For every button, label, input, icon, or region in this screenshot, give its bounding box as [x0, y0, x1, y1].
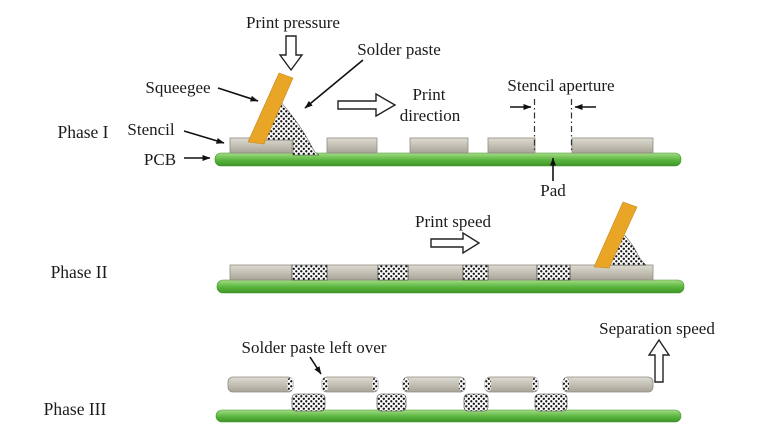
lifted-stencil-segment: [562, 376, 654, 393]
solder-paste-label: Solder paste: [357, 40, 441, 59]
stencil-segment: [326, 264, 379, 281]
up-arrow-icon: [647, 338, 671, 383]
print-direction-label-line2: direction: [400, 106, 461, 125]
paste-filled-aperture: [377, 264, 409, 281]
paste-residue: [403, 378, 409, 391]
pad-label: Pad: [540, 181, 566, 200]
pcb-board-phase2: [216, 279, 685, 294]
phase-2-section: Phase II Print speed: [51, 201, 685, 294]
print-pressure-label: Print pressure: [246, 13, 340, 32]
stencil-segment: [487, 137, 536, 154]
paste-deposit: [534, 393, 568, 412]
stencil-pointer-line: [183, 130, 225, 144]
phase-2-label: Phase II: [51, 262, 108, 282]
paste-deposit: [463, 393, 489, 412]
separation-speed-label: Separation speed: [599, 319, 715, 338]
solder-paste-left-over-label: Solder paste left over: [242, 338, 387, 357]
stencil-label: Stencil: [127, 120, 174, 139]
solder-paste-pointer-line: [304, 59, 364, 109]
right-arrow-icon: [337, 92, 397, 118]
stencil-segment: [229, 264, 293, 281]
phase-3-section: Phase III Solder paste left over Separat…: [44, 319, 715, 423]
stencil-segment: [487, 264, 538, 281]
paste-residue: [485, 378, 491, 391]
right-arrow-icon: [430, 231, 481, 255]
print-speed-label: Print speed: [415, 212, 492, 231]
pcb-board-phase1: [214, 152, 682, 167]
paste-deposit: [376, 393, 407, 412]
paste-residue: [532, 378, 538, 391]
lifted-stencil-segment: [484, 376, 539, 393]
lifted-stencil-segment: [321, 376, 379, 393]
phase-1-label: Phase I: [57, 122, 108, 142]
squeegee-blade: [593, 201, 638, 269]
paste-filled-aperture: [462, 264, 489, 281]
paste-residue: [459, 378, 465, 391]
stencil-segment: [409, 137, 469, 154]
paste-residue: [563, 378, 569, 391]
stencil-segment: [407, 264, 464, 281]
lifted-stencil-segment: [402, 376, 466, 393]
lifted-stencil-segment: [227, 376, 294, 393]
paste-residue: [287, 378, 293, 391]
left-over-pointer-line: [309, 356, 322, 375]
squeegee-blade: [247, 72, 294, 145]
stencil-segment: [571, 137, 654, 154]
down-arrow-icon: [278, 35, 304, 72]
stencil-aperture-label: Stencil aperture: [507, 76, 614, 95]
stencil-segment: [326, 137, 378, 154]
paste-filled-aperture: [536, 264, 571, 281]
phase-3-label: Phase III: [44, 399, 107, 419]
phase-1-section: Print pressure Solder paste Squeegee Pha…: [57, 13, 682, 200]
squeegee-label: Squeegee: [145, 78, 210, 97]
paste-residue: [322, 378, 328, 391]
squeegee-pointer-line: [217, 87, 259, 102]
print-direction-label-line1: Print: [412, 85, 445, 104]
paste-residue: [372, 378, 378, 391]
stencil-segment: [569, 264, 654, 281]
pcb-board-phase3: [215, 409, 682, 423]
paste-deposit: [291, 393, 326, 412]
paste-filled-aperture: [291, 264, 328, 281]
pcb-label: PCB: [144, 150, 176, 169]
